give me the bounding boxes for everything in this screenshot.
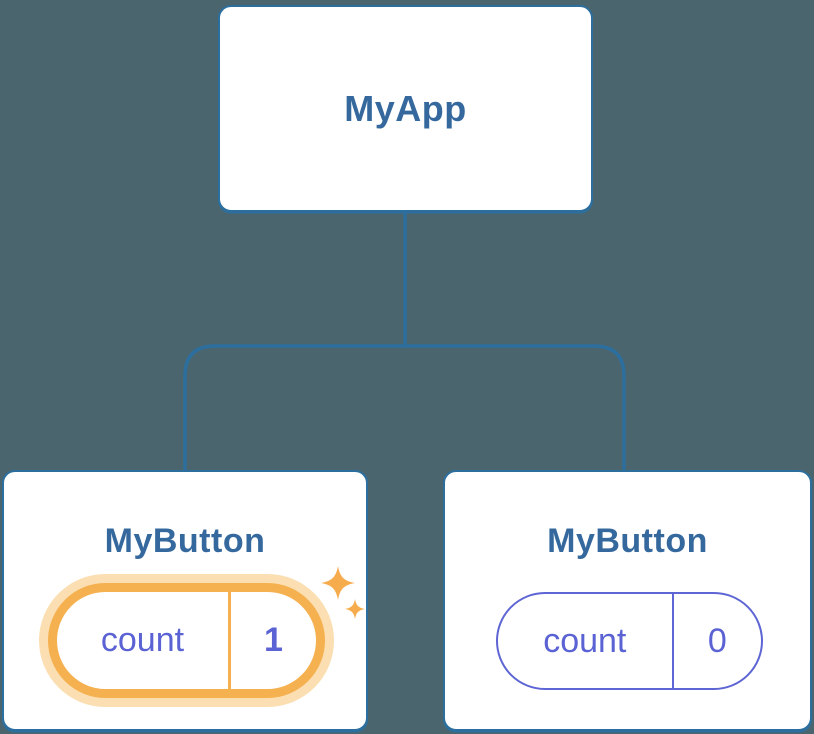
state-value: 1 — [264, 621, 283, 659]
pill-divider — [227, 592, 231, 689]
component-node-root: MyApp — [218, 5, 593, 212]
component-node-child-1: MyButton count 1 — [2, 470, 368, 731]
component-node-child-2: MyButton count 0 — [443, 470, 812, 731]
state-value: 0 — [707, 621, 727, 660]
state-name: count — [100, 621, 185, 659]
state-pill-normal: count 0 — [496, 592, 763, 690]
pill-divider — [671, 594, 674, 688]
branch-to-children-line — [183, 344, 626, 471]
component-label-root: MyApp — [344, 87, 467, 129]
state-pill-highlighted: count 1 — [48, 583, 325, 698]
component-label-child-2: MyButton — [547, 522, 708, 560]
sparkles-icon — [321, 566, 365, 619]
component-label-child-1: MyButton — [104, 522, 266, 560]
state-name: count — [543, 621, 627, 660]
